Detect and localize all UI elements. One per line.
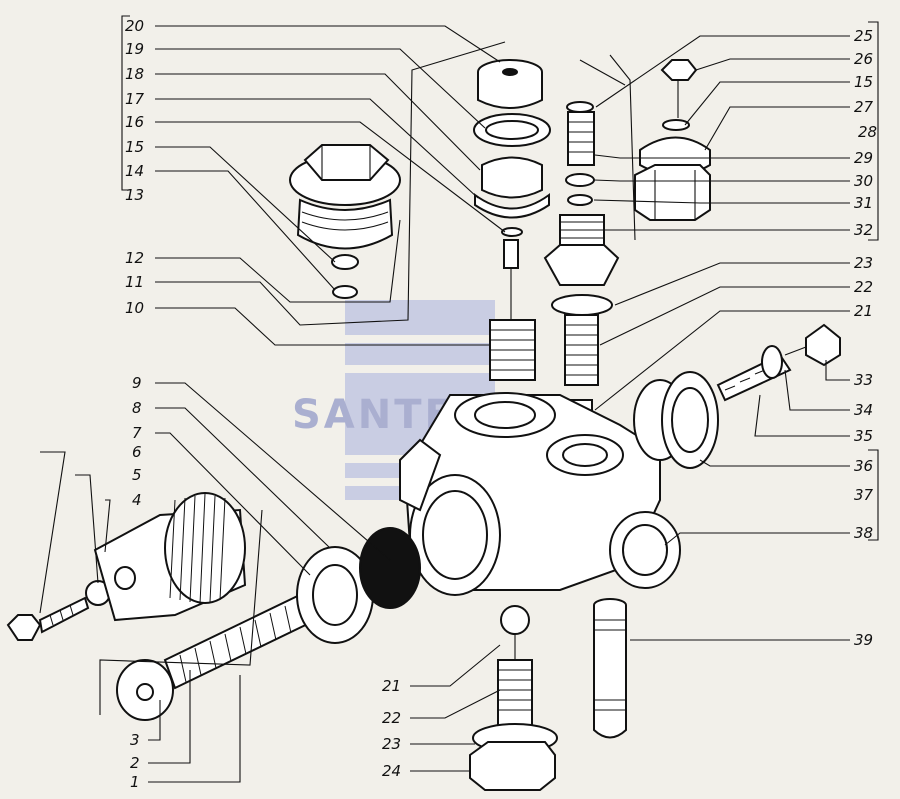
callout-2: 2 bbox=[130, 754, 140, 772]
callout-4: 4 bbox=[132, 491, 142, 509]
callout-21-right: 21 bbox=[854, 302, 873, 320]
callout-18: 18 bbox=[125, 65, 144, 83]
callout-34: 34 bbox=[854, 401, 873, 419]
callout-9: 9 bbox=[132, 374, 142, 392]
watermark-text: SANTE bbox=[292, 392, 455, 438]
callout-6: 6 bbox=[132, 443, 142, 461]
callout-7: 7 bbox=[132, 424, 142, 442]
callout-30: 30 bbox=[854, 172, 873, 190]
callout-14: 14 bbox=[125, 162, 144, 180]
callout-25: 25 bbox=[854, 27, 873, 45]
callout-13: 13 bbox=[125, 186, 144, 204]
callout-1: 1 bbox=[130, 773, 140, 791]
callout-35: 35 bbox=[854, 427, 873, 445]
tube bbox=[593, 598, 627, 739]
callout-19: 19 bbox=[125, 40, 144, 58]
callout-28: 28 bbox=[858, 123, 877, 141]
callout-labels: 20 19 18 17 16 15 14 13 12 11 10 9 8 7 6… bbox=[125, 17, 877, 791]
callout-22-bottom: 22 bbox=[382, 709, 401, 727]
callout-37: 37 bbox=[854, 486, 874, 504]
callout-12: 12 bbox=[125, 249, 144, 267]
injector-fitting bbox=[543, 101, 620, 426]
callout-36: 36 bbox=[854, 457, 873, 475]
callout-10: 10 bbox=[125, 299, 144, 317]
callout-31: 31 bbox=[854, 194, 873, 212]
callout-11: 11 bbox=[125, 273, 144, 291]
callout-27: 27 bbox=[854, 98, 874, 116]
callout-33: 33 bbox=[854, 371, 873, 389]
callout-23-bottom: 23 bbox=[382, 735, 401, 753]
callout-22-right: 22 bbox=[854, 278, 873, 296]
callout-17: 17 bbox=[125, 90, 145, 108]
callout-39: 39 bbox=[854, 631, 873, 649]
plug-cap bbox=[289, 144, 401, 299]
side-bolt bbox=[661, 323, 841, 469]
left-cap-assembly bbox=[6, 492, 247, 641]
leader-lines bbox=[39, 15, 879, 783]
callout-24: 24 bbox=[382, 762, 401, 780]
callout-20: 20 bbox=[125, 17, 144, 35]
callout-23-right: 23 bbox=[854, 254, 873, 272]
callout-8: 8 bbox=[132, 399, 142, 417]
callout-38: 38 bbox=[854, 524, 873, 542]
callout-5: 5 bbox=[132, 466, 142, 484]
bottom-valve bbox=[469, 605, 558, 791]
callout-21-bottom: 21 bbox=[382, 677, 401, 695]
bolt-cap-assembly bbox=[634, 59, 711, 221]
callout-16: 16 bbox=[125, 113, 144, 131]
callout-15-right: 15 bbox=[854, 73, 873, 91]
pump-body bbox=[399, 379, 687, 596]
callout-32: 32 bbox=[854, 221, 873, 239]
valve-stack bbox=[473, 59, 551, 381]
callout-29: 29 bbox=[854, 149, 873, 167]
callout-26: 26 bbox=[854, 50, 873, 68]
callout-3: 3 bbox=[130, 731, 140, 749]
callout-15: 15 bbox=[125, 138, 144, 156]
